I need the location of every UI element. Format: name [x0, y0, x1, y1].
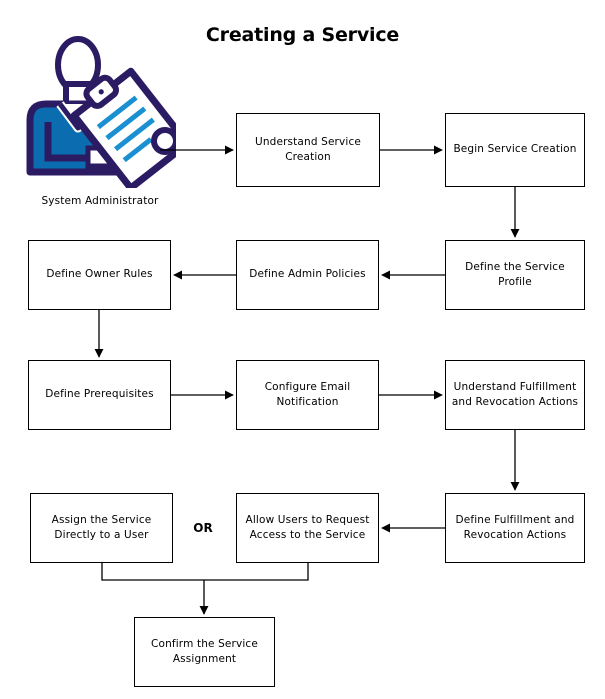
- edge-merge-allow: [204, 563, 309, 581]
- node-define-the-service-profile[interactable]: Define the Service Profile: [445, 240, 585, 310]
- page-title: Creating a Service: [205, 24, 400, 46]
- node-assign-the-service-directly-to-a-user[interactable]: Assign the Service Directly to a User: [30, 493, 173, 563]
- node-configure-email-notification[interactable]: Configure Email Notification: [236, 360, 379, 430]
- edge-merge-assign: [101, 563, 204, 581]
- node-confirm-the-service-assignment[interactable]: Confirm the Service Assignment: [134, 617, 275, 687]
- system-administrator-label: System Administrator: [41, 195, 159, 207]
- node-define-prerequisites[interactable]: Define Prerequisites: [28, 360, 171, 430]
- node-define-fulfillment-and-revocation-actions[interactable]: Define Fulfillment and Revocation Action…: [445, 493, 585, 563]
- node-define-admin-policies[interactable]: Define Admin Policies: [236, 240, 379, 310]
- node-understand-service-creation[interactable]: Understand Service Creation: [236, 113, 380, 187]
- node-begin-service-creation[interactable]: Begin Service Creation: [445, 113, 585, 187]
- node-allow-users-to-request-access-to-the-service[interactable]: Allow Users to Request Access to the Ser…: [236, 493, 379, 563]
- or-branch-label: OR: [193, 521, 213, 535]
- node-define-owner-rules[interactable]: Define Owner Rules: [28, 240, 171, 310]
- node-understand-fulfillment-and-revocation-actions[interactable]: Understand Fulfillment and Revocation Ac…: [445, 360, 585, 430]
- system-administrator-icon: [26, 36, 176, 188]
